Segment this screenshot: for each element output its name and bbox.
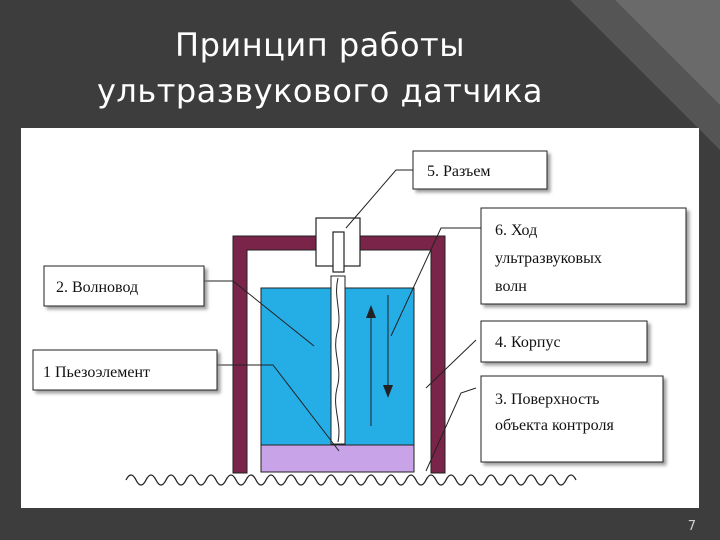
label-waves-line-2: ультразвуковых xyxy=(495,250,602,267)
slide-title-line-1: Принцип работы xyxy=(175,26,465,64)
waveguide-wave-line xyxy=(335,277,340,443)
slide-title-line-2: ультразвукового датчика xyxy=(96,72,544,110)
label-piezo-text: 1 Пьезоэлемент xyxy=(43,364,150,381)
label-housing: 4. Корпус xyxy=(480,320,648,363)
slide-title: Принцип работы ультразвукового датчика xyxy=(60,22,580,114)
label-surface-line-1: 3. Поверхность xyxy=(495,391,599,408)
label-connector: 5. Разъем xyxy=(412,150,548,190)
connector-pin xyxy=(332,231,345,273)
label-connector-text: 5. Разъем xyxy=(427,163,491,180)
leader-lines xyxy=(204,169,481,472)
wave-direction-arrows xyxy=(366,295,393,426)
label-surface: 3. Поверхность объекта контроля xyxy=(480,375,664,463)
waveguide-rod xyxy=(330,275,346,445)
label-housing-text: 4. Корпус xyxy=(495,334,561,351)
label-waves-line-3: волн xyxy=(495,278,527,295)
slide-page-number: 7 xyxy=(687,519,696,534)
label-surface-line-2: объекта контроля xyxy=(495,417,614,434)
label-waveguide-text: 2. Волновод xyxy=(56,279,138,296)
label-waves: 6. Ход ультразвуковых волн xyxy=(480,207,687,305)
label-waveguide: 2. Волновод xyxy=(43,265,205,307)
sensor-diagram: 5. Разъем 6. Ход ультразвуковых волн 2. … xyxy=(32,150,687,486)
diagram-panel: 5. Разъем 6. Ход ультразвуковых волн 2. … xyxy=(21,128,699,508)
background-corner-accent xyxy=(615,0,720,105)
label-piezo: 1 Пьезоэлемент xyxy=(32,349,218,391)
surface-line xyxy=(125,474,577,486)
label-waves-line-1: 6. Ход xyxy=(495,222,537,239)
